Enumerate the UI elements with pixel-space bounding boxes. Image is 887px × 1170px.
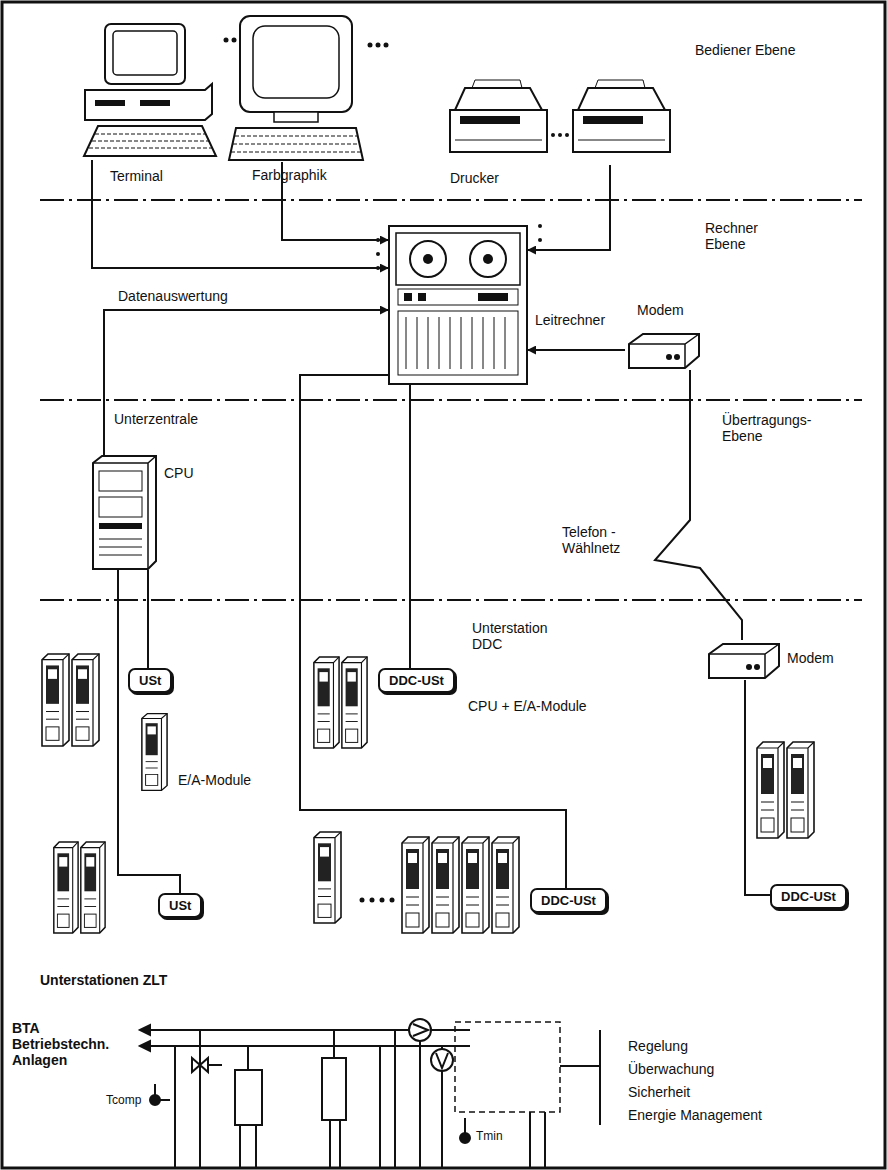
station-badge: USt — [128, 668, 172, 693]
connector-line — [118, 570, 180, 893]
station-badge: DDC-USt — [378, 668, 455, 693]
annotation-label: Regelung — [628, 1038, 688, 1054]
modem-illustration — [705, 640, 781, 680]
color-graphics-device: Farbgraphik — [228, 12, 364, 162]
connector-line — [147, 570, 149, 668]
modem-device: Modem — [705, 640, 781, 680]
printer-device: Drucker — [440, 80, 685, 165]
ellipsis-dots — [224, 38, 543, 903]
device-label: Terminal — [110, 168, 163, 184]
connector-line — [300, 375, 566, 888]
substation-cpu: UnterzentraleCPU — [92, 455, 157, 570]
cpu-illustration — [92, 455, 157, 570]
annotation-label: Übertragungs-Ebene — [722, 412, 832, 444]
annotation-label: Unterstation DDC — [472, 620, 567, 652]
device-label: Modem — [637, 302, 684, 318]
connector-line — [528, 349, 625, 351]
device-label: Unterzentrale — [114, 411, 198, 427]
annotation-label: Unterstationen ZLT — [40, 972, 167, 988]
station-badge: USt — [158, 893, 202, 918]
annotation-label: Tmin — [476, 1128, 503, 1144]
connector-label: Datenauswertung — [116, 288, 230, 304]
device-label: Leitrechner — [535, 312, 605, 328]
device-label: Modem — [787, 650, 834, 666]
connector-line — [104, 310, 388, 455]
level-lines — [40, 200, 862, 600]
graph-illustration — [228, 12, 364, 162]
station-badge: DDC-USt — [770, 884, 847, 909]
station-modules — [42, 654, 814, 933]
annotation-label: Überwachung — [628, 1061, 714, 1077]
station-label: DDC-USt — [781, 889, 836, 904]
bta-plant-schematic — [140, 1019, 600, 1168]
annotation-label: Tcomp — [106, 1092, 141, 1108]
connector-line — [745, 680, 770, 895]
host-computer: Leitrechner — [388, 225, 528, 385]
printer-illustration — [440, 80, 685, 165]
connector-line — [528, 165, 610, 250]
connector-label: Telefon - Wählnetz — [560, 524, 656, 556]
modem-device: Modem — [625, 330, 701, 370]
annotation-label: Energie Management — [628, 1107, 762, 1123]
annotation-label: Rechner Ebene — [705, 220, 775, 252]
annotation-label: E/A-Module — [178, 772, 251, 788]
modem-illustration — [625, 330, 701, 370]
annotation-label: BTA Betriebstechn. Anlagen — [12, 1020, 130, 1068]
annotation-label: Sicherheit — [628, 1084, 690, 1100]
connector-line — [92, 160, 388, 268]
station-badge: DDC-USt — [530, 888, 607, 913]
terminal-device: Terminal — [80, 20, 220, 160]
station-label: USt — [169, 898, 191, 913]
device-label: Farbgraphik — [252, 167, 327, 183]
device-label: Drucker — [450, 170, 499, 186]
host-illustration — [388, 225, 528, 385]
station-label: USt — [139, 673, 161, 688]
connector-line — [409, 385, 411, 668]
annotation-label: CPU + E/A-Module — [468, 698, 587, 714]
annotation-label: Bediener Ebene — [695, 42, 795, 58]
station-label: DDC-USt — [541, 893, 596, 908]
terminal-illustration — [80, 20, 220, 160]
connector-line — [655, 370, 742, 640]
device-label: CPU — [164, 465, 194, 481]
station-label: DDC-USt — [389, 673, 444, 688]
